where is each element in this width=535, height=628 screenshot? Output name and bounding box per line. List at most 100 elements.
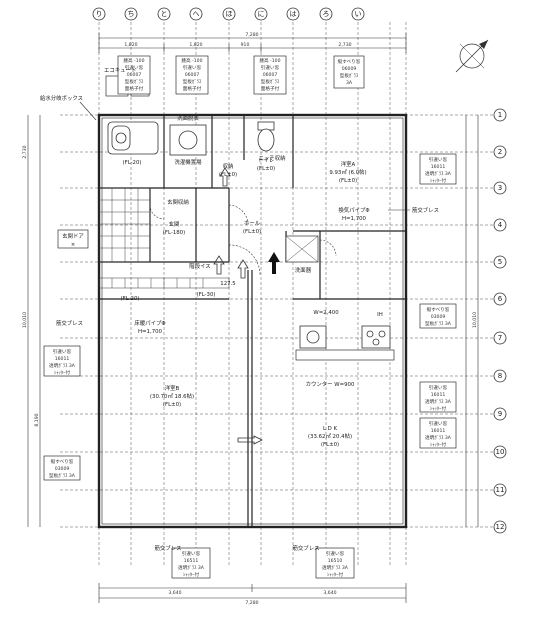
svg-text:透明ｶﾞﾗｽ 3A: 透明ｶﾞﾗｽ 3A (49, 362, 76, 369)
svg-text:と: と (161, 10, 168, 18)
svg-text:筋交ブレス: 筋交ブレス (412, 206, 439, 214)
svg-text:トイレ: トイレ (258, 158, 274, 164)
window-tag: 引違い窓 16510 透明ｶﾞﾗｽ 3A ｼｬｯﾀｰ付 (315, 547, 355, 579)
stair-box (285, 235, 319, 263)
svg-text:引違い窓: 引違い窓 (261, 64, 280, 71)
svg-text:16510: 16510 (328, 558, 343, 564)
svg-text:7,280: 7,280 (245, 32, 258, 38)
svg-text:ｼｬｯﾀｰ付: ｼｬｯﾀｰ付 (430, 441, 446, 448)
svg-text:16011: 16011 (55, 356, 70, 362)
svg-text:洗濯機置場: 洗濯機置場 (175, 158, 203, 166)
window-tag: 引違い窓 16011 透明ｶﾞﾗｽ 3A ｼｬｯﾀｰ付 (43, 345, 81, 377)
svg-text:収納: 収納 (223, 162, 234, 170)
window-tag: 腰高 -100 引違い窓 06007 型板ｶﾞﾗｽ 面格子付 (117, 55, 151, 95)
svg-text:(FL-30): (FL-30) (196, 292, 215, 298)
svg-text:い: い (355, 10, 362, 18)
svg-text:エコキュート: エコキュート (104, 67, 136, 74)
svg-text:縦すべり窓: 縦すべり窓 (51, 458, 74, 465)
svg-text:型板ｶﾞﾗｽ: 型板ｶﾞﾗｽ (340, 72, 359, 79)
svg-text:筋交ブレス: 筋交ブレス (56, 319, 83, 327)
svg-text:引違い窓: 引違い窓 (429, 384, 448, 391)
svg-text:06009: 06009 (342, 66, 357, 72)
svg-text:(FL-180): (FL-180) (163, 230, 185, 236)
svg-text:3A: 3A (346, 80, 353, 86)
svg-text:ち: ち (128, 10, 135, 18)
svg-text:(FL-20): (FL-20) (122, 160, 141, 166)
dimension-left: 2,730 10,010 8,190 (22, 115, 41, 527)
svg-text:洗面脱衣: 洗面脱衣 (177, 114, 199, 122)
direction-arrow-icon (213, 167, 280, 445)
bathtub (107, 121, 159, 155)
svg-text:1,820: 1,820 (124, 42, 137, 48)
svg-text:ｼｬｯﾀｰ付: ｼｬｯﾀｰ付 (183, 571, 199, 578)
svg-text:床暖パイプΦ: 床暖パイプΦ (134, 319, 165, 327)
svg-text:10: 10 (496, 448, 505, 456)
svg-text:縦すべり窓: 縦すべり窓 (427, 306, 450, 313)
svg-text:ホール: ホール (244, 220, 261, 227)
svg-text:に: に (258, 10, 265, 18)
svg-text:(33.62㎡ 20.4帖): (33.62㎡ 20.4帖) (308, 432, 352, 440)
dimension-top: 7,280 1,820 1,820 910 2,730 (98, 32, 407, 53)
svg-text:腰高 -100: 腰高 -100 (123, 57, 144, 64)
svg-text:玄関ドア: 玄関ドア (62, 232, 84, 240)
svg-text:ほ: ほ (226, 10, 233, 18)
svg-text:(FL-20): (FL-20) (120, 296, 139, 302)
svg-text:型板ｶﾞﾗｽ 3A: 型板ｶﾞﾗｽ 3A (425, 320, 452, 327)
svg-text:1,820: 1,820 (189, 42, 202, 48)
svg-text:10,010: 10,010 (472, 312, 478, 328)
svg-text:面格子付: 面格子付 (125, 85, 144, 92)
window-tag: 引違い窓 16511 透明ｶﾞﾗｽ 3A ｼｬｯﾀｰ付 (171, 547, 211, 579)
svg-text:12: 12 (496, 523, 505, 531)
svg-text:4: 4 (498, 221, 503, 229)
svg-text:型板ｶﾞﾗｽ 3A: 型板ｶﾞﾗｽ 3A (49, 472, 76, 479)
grid-lines (60, 22, 495, 565)
svg-text:16511: 16511 (184, 558, 199, 564)
svg-text:5: 5 (498, 258, 502, 266)
svg-text:引違い窓: 引違い窓 (326, 550, 345, 557)
svg-text:換気パイプΦ: 換気パイプΦ (338, 206, 369, 214)
svg-text:引違い窓: 引違い窓 (429, 156, 448, 163)
hallway-band (98, 277, 230, 289)
svg-text:階段イス: 階段イス (189, 262, 210, 270)
window-tag: 縦すべり窓 03009 型板ｶﾞﾗｽ 3A (43, 455, 81, 481)
svg-text:洋室A: 洋室A (341, 160, 356, 168)
svg-text:面格子付: 面格子付 (261, 85, 280, 92)
svg-text:03009: 03009 (55, 466, 70, 472)
svg-text:W=2,400: W=2,400 (313, 310, 339, 316)
svg-text:06007: 06007 (263, 72, 278, 78)
svg-text:カウンター W=900: カウンター W=900 (306, 380, 355, 388)
toilet-fixture (257, 121, 275, 152)
svg-text:引違い窓: 引違い窓 (125, 64, 144, 71)
svg-text:型板ｶﾞﾗｽ: 型板ｶﾞﾗｽ (183, 78, 202, 85)
svg-text:面格子付: 面格子付 (183, 85, 202, 92)
svg-text:×: × (71, 242, 76, 248)
svg-text:8,190: 8,190 (34, 413, 40, 426)
svg-text:(FL±0): (FL±0) (321, 442, 339, 448)
window-tag: 縦すべり窓 03009 型板ｶﾞﾗｽ 3A (419, 303, 457, 329)
svg-text:6: 6 (498, 295, 503, 303)
svg-text:03009: 03009 (431, 314, 446, 320)
svg-text:り: り (96, 10, 103, 18)
svg-text:透明ｶﾞﾗｽ 3A: 透明ｶﾞﾗｽ 3A (425, 398, 452, 405)
svg-text:筋交ブレス: 筋交ブレス (155, 544, 182, 552)
svg-text:洋室B: 洋室B (165, 384, 180, 392)
svg-text:16011: 16011 (431, 392, 446, 398)
svg-text:洗面器: 洗面器 (295, 266, 312, 274)
svg-text:透明ｶﾞﾗｽ 3A: 透明ｶﾞﾗｽ 3A (322, 564, 349, 571)
svg-text:引違い窓: 引違い窓 (182, 550, 201, 557)
svg-text:910: 910 (241, 42, 250, 48)
kitchen-counter (295, 349, 395, 361)
svg-text:腰高 -100: 腰高 -100 (181, 57, 202, 64)
grid-bubbles-top: り ち と へ ほ に は ろ い (92, 7, 365, 21)
grid-bubbles-right: 1 2 3 4 5 6 7 8 9 10 11 12 (493, 108, 507, 534)
svg-text:筋交ブレス: 筋交ブレス (293, 544, 320, 552)
svg-text:型板ｶﾞﾗｽ: 型板ｶﾞﾗｽ (125, 78, 144, 85)
svg-text:3: 3 (498, 184, 502, 192)
svg-text:06007: 06007 (185, 72, 200, 78)
svg-text:11: 11 (496, 486, 505, 494)
svg-text:型板ｶﾞﾗｽ: 型板ｶﾞﾗｽ (261, 78, 280, 85)
svg-text:縦すべり窓: 縦すべり窓 (338, 58, 361, 65)
dimension-bottom: 3,640 3,640 7,280 (98, 583, 407, 606)
svg-text:7: 7 (498, 334, 502, 342)
